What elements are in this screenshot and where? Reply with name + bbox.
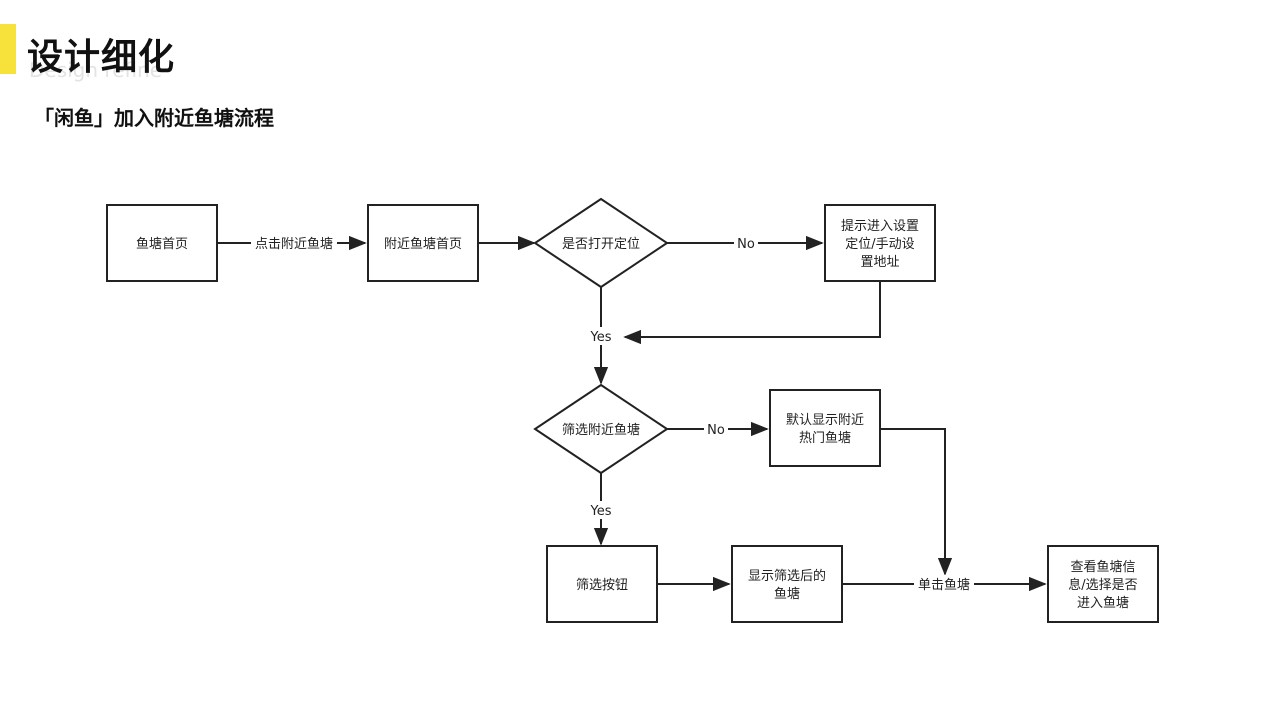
edge-hot-to-info — [880, 428, 953, 576]
edge-label-filter-yes: Yes — [590, 504, 612, 519]
node-label-line-1: 显示筛选后的 — [748, 568, 826, 584]
node-nearby-home: 附近鱼塘首页 — [367, 204, 479, 282]
node-filter-check: 筛选附近鱼塘 — [533, 383, 669, 475]
edge-labels: 点击附近鱼塘 No Yes No Yes 单击鱼塘 — [251, 234, 974, 593]
edge-prompt-return — [623, 282, 881, 345]
edge-label-location-no: No — [737, 237, 755, 252]
node-label-line-1: 默认显示附近 — [786, 412, 864, 428]
node-label-line-2: 息/选择是否 — [1068, 577, 1137, 593]
node-default-hot: 默认显示附近 热门鱼塘 — [769, 389, 881, 467]
page-title-english: Design refine — [29, 58, 163, 82]
page-subtitle: 「闲鱼」加入附近鱼塘流程 — [34, 106, 274, 130]
edge-label-click-nearby: 点击附近鱼塘 — [255, 236, 333, 252]
node-filter-button: 筛选按钮 — [546, 545, 658, 623]
node-label-line-1: 提示进入设置 — [841, 218, 919, 234]
edge-label-filter-no: No — [707, 423, 725, 438]
node-label: 鱼塘首页 — [136, 236, 188, 252]
accent-bar — [0, 24, 16, 74]
decision-label: 筛选附近鱼塘 — [562, 422, 640, 438]
decision-label: 是否打开定位 — [562, 237, 640, 252]
page-title: 设计细化 — [27, 37, 176, 78]
node-label-line-2: 定位/手动设 — [845, 237, 914, 252]
node-label-line-2: 热门鱼塘 — [799, 430, 851, 446]
node-label-line-2: 鱼塘 — [774, 586, 800, 602]
node-prompt-location: 提示进入设置 定位/手动设 置地址 — [824, 204, 936, 282]
edge-label-click-pond: 单击鱼塘 — [918, 577, 970, 593]
node-label: 附近鱼塘首页 — [384, 236, 462, 252]
node-location-check: 是否打开定位 — [533, 197, 669, 289]
node-label-line-3: 进入鱼塘 — [1077, 595, 1129, 611]
edge-label-location-yes: Yes — [590, 330, 612, 345]
node-view-info: 查看鱼塘信 息/选择是否 进入鱼塘 — [1047, 545, 1159, 623]
node-show-filtered: 显示筛选后的 鱼塘 — [731, 545, 843, 623]
node-label-line-3: 置地址 — [860, 255, 899, 270]
node-pond-home: 鱼塘首页 — [106, 204, 218, 282]
node-label-line-1: 查看鱼塘信 — [1070, 559, 1135, 575]
node-label: 筛选按钮 — [576, 578, 628, 593]
